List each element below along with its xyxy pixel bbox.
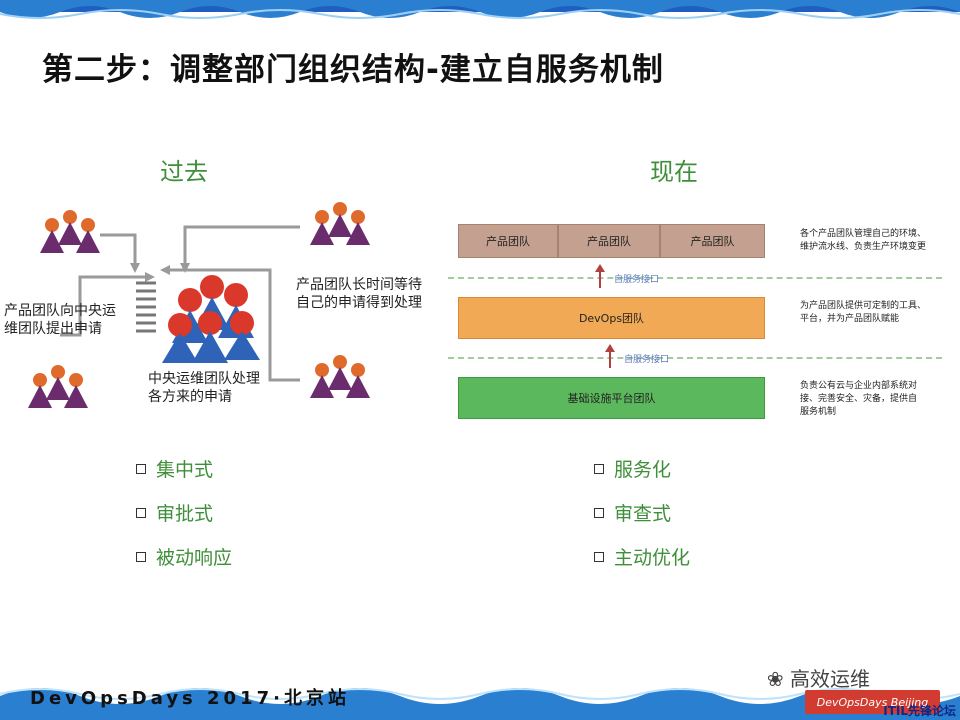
infra-team-box: 基础设施平台团队 (458, 377, 765, 419)
watermark: ❀ 高效运维 (766, 667, 870, 691)
checkbox-icon (594, 551, 604, 562)
footer-text: DevOpsDays 2017·北京站 (30, 688, 350, 709)
checkbox-icon (136, 507, 146, 518)
checkbox-icon (594, 507, 604, 518)
product-team-box: 产品团队 (558, 224, 660, 258)
user-group-icon (310, 202, 370, 245)
user-group-icon (310, 355, 370, 398)
now-bullet: 主动优化 (594, 543, 690, 570)
central-ops-team-icon (162, 275, 260, 363)
product-team-box: 产品团队 (660, 224, 765, 258)
interface-divider (448, 357, 942, 359)
past-bullet: 被动响应 (136, 543, 232, 570)
page-title: 第二步：调整部门组织结构-建立自服务机制 (42, 52, 664, 88)
bottom-wave-decoration (0, 688, 960, 720)
past-note-center: 中央运维团队处理各方来的申请 (148, 371, 260, 405)
wechat-icon: ❀ (766, 667, 784, 691)
interface-divider (448, 277, 942, 279)
note-devops: 为产品团队提供可定制的工具、平台，并为产品团队赋能 (800, 301, 927, 324)
up-arrow-icon (605, 344, 615, 368)
devops-team-box: DevOps团队 (458, 297, 765, 339)
checkbox-icon (594, 463, 604, 474)
note-product-teams: 各个产品团队管理自己的环境、维护流水线、负责生产环境变更 (800, 229, 927, 252)
checkbox-icon (136, 551, 146, 562)
user-group-icon (28, 365, 88, 408)
past-note-left: 产品团队向中央运维团队提出申请 (4, 303, 116, 337)
past-bullet: 集中式 (136, 455, 213, 482)
product-team-box: 产品团队 (458, 224, 558, 258)
interface-label: 自服务接口 (614, 275, 660, 285)
past-heading: 过去 (160, 158, 208, 186)
now-heading: 现在 (650, 158, 698, 186)
interface-label: 自服务接口 (624, 355, 670, 365)
note-infra: 负责公有云与企业内部系统对接、完善安全、灾备，提供自服务机制 (800, 381, 918, 417)
corner-label: ITIL先锋论坛 (883, 704, 956, 718)
checkbox-icon (136, 463, 146, 474)
past-note-right: 产品团队长时间等待自己的申请得到处理 (296, 277, 422, 311)
past-diagram (28, 202, 370, 408)
past-bullet: 审批式 (136, 499, 213, 526)
now-bullet: 审查式 (594, 499, 671, 526)
up-arrow-icon (595, 264, 605, 288)
now-bullet: 服务化 (594, 455, 671, 482)
event-logo: DevOpsDays Beijing (805, 690, 940, 714)
user-group-icon (40, 210, 100, 253)
top-wave-decoration (0, 0, 960, 19)
